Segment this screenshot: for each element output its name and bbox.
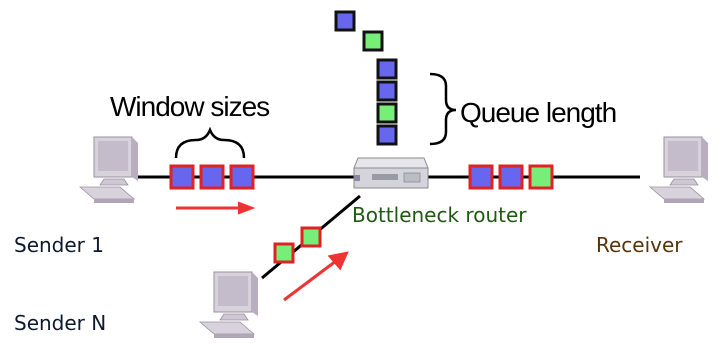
packet-green xyxy=(273,242,295,264)
sender1-window-packets xyxy=(169,164,255,190)
router-icon xyxy=(353,157,429,189)
packet-blue xyxy=(376,124,398,146)
packet-blue xyxy=(229,164,255,190)
computer-icon xyxy=(198,271,258,338)
packet-blue xyxy=(334,10,356,32)
receiver-packets xyxy=(468,164,554,190)
packet-blue xyxy=(199,164,225,190)
queue-brace-icon xyxy=(429,72,457,146)
queue-length-label: Queue length xyxy=(460,97,616,128)
packet-blue xyxy=(498,164,524,190)
packet-green xyxy=(376,102,398,124)
packet-blue xyxy=(169,164,195,190)
sender-1-label: Sender 1 xyxy=(14,233,104,257)
bottleneck-router-label: Bottleneck router xyxy=(352,203,527,227)
arrow-right-icon xyxy=(176,201,256,215)
packet-blue xyxy=(376,58,398,80)
packet-green xyxy=(362,30,384,52)
sendern-packets xyxy=(273,226,322,264)
computer-icon xyxy=(78,136,138,203)
window-sizes-label: Window sizes xyxy=(110,91,269,122)
window-brace-icon xyxy=(174,126,246,159)
packet-green xyxy=(300,226,322,248)
receiver-label: Receiver xyxy=(596,233,683,257)
sender-n-label: Sender N xyxy=(14,311,106,335)
arrow-up-right-icon xyxy=(283,251,349,302)
packet-blue xyxy=(376,80,398,102)
computer-icon xyxy=(648,136,708,203)
packet-green xyxy=(528,164,554,190)
queue-packets xyxy=(334,10,398,146)
packet-blue xyxy=(468,164,494,190)
